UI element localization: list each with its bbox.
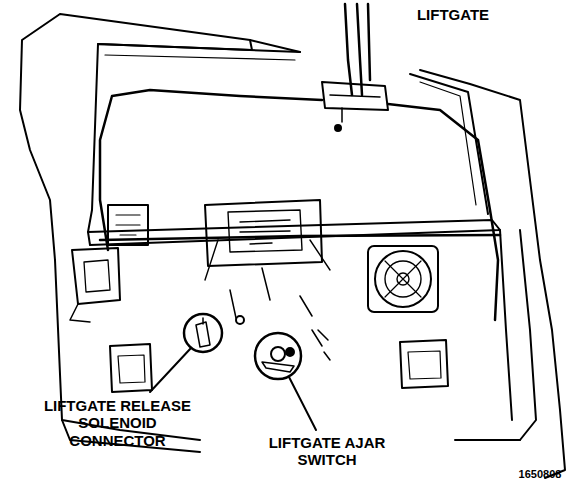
figure-number: 1650808 [508,468,572,481]
view-title: LIFTGATE [408,6,498,23]
part-name: LIFTGATE AJAR SWITCH [262,434,392,469]
part-name: LIFTGATE RELEASE SOLENOID CONNECTOR [35,397,200,449]
